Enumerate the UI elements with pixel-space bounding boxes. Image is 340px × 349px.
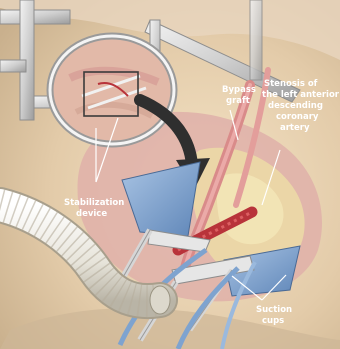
svg-text:coronary: coronary [276,112,319,122]
svg-text:graft: graft [226,96,250,106]
magnified-view [50,36,174,144]
svg-text:Suction: Suction [256,305,292,315]
svg-text:artery: artery [280,123,310,133]
svg-text:Bypass: Bypass [222,85,256,95]
svg-text:Stenosis of: Stenosis of [264,79,318,89]
svg-text:descending: descending [268,101,323,111]
svg-text:cups: cups [262,316,284,326]
svg-text:the left anterior: the left anterior [262,90,340,100]
svg-text:Stabilization: Stabilization [64,198,124,208]
svg-text:device: device [76,209,107,219]
